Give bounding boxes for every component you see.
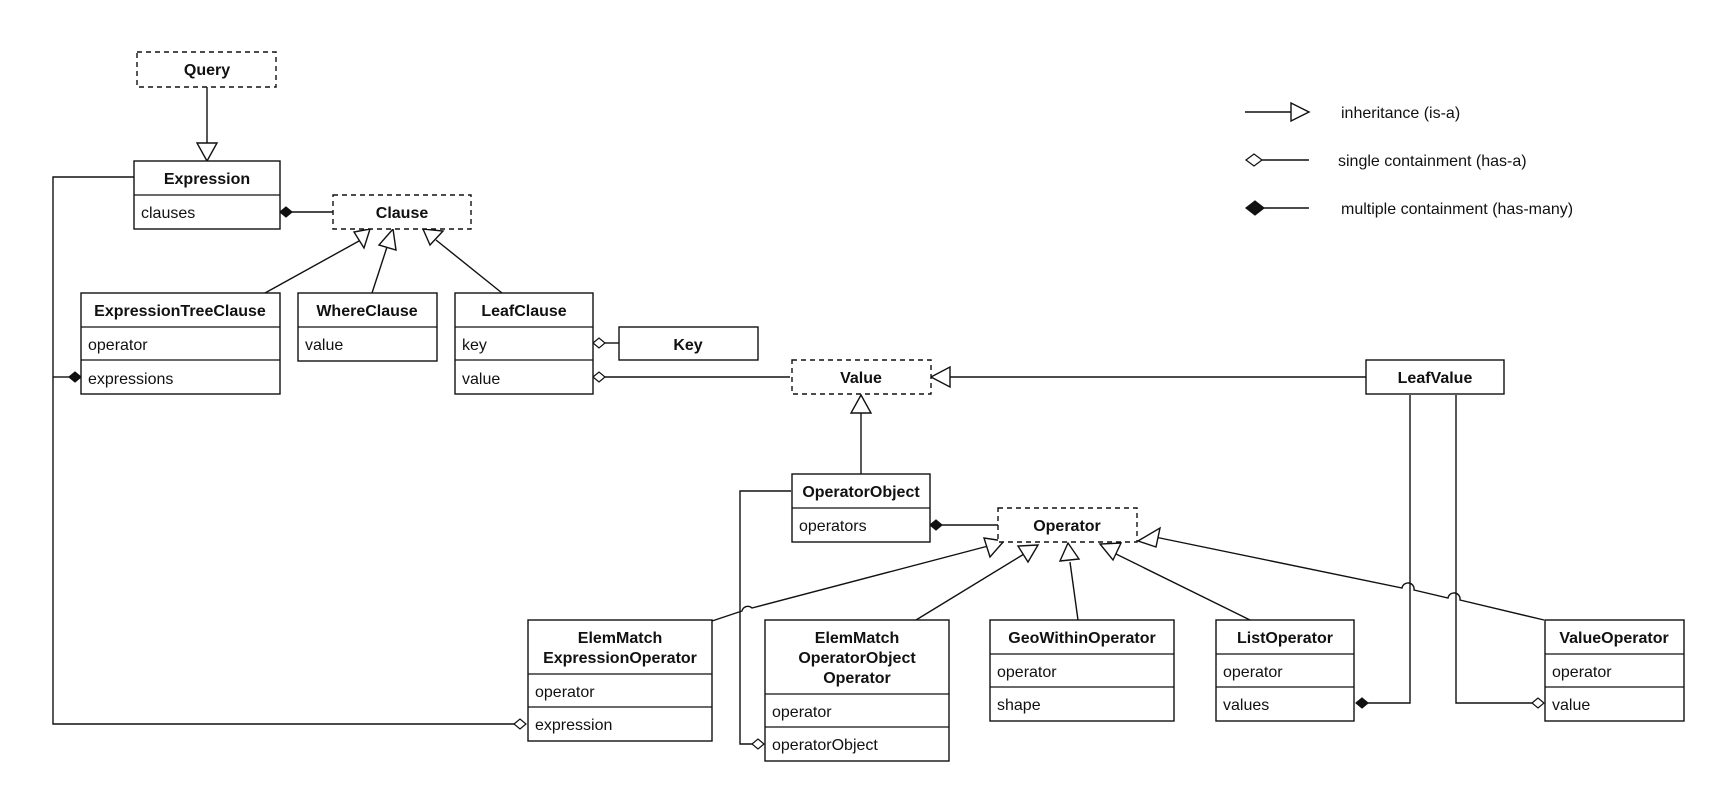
class-title: ExpressionTreeClause — [94, 303, 266, 320]
class-title: LeafValue — [1398, 370, 1473, 387]
multiple-containment-diamond — [929, 519, 943, 531]
class-attribute: operator — [1223, 664, 1283, 681]
inheritance-arrowhead — [1016, 544, 1040, 564]
legend-label: inheritance (is-a) — [1341, 105, 1460, 122]
legend-label: single containment (has-a) — [1338, 153, 1527, 170]
multiple-containment-diamond — [1355, 697, 1369, 709]
class-title: WhereClause — [316, 303, 417, 320]
class-title: Key — [673, 337, 702, 354]
single-containment-diamond — [513, 718, 527, 730]
multiple-containment-diamond — [1245, 200, 1265, 216]
single-containment-diamond — [592, 337, 606, 349]
class-operator[interactable]: Operator — [997, 507, 1138, 543]
legend: inheritance (is-a) single containment (h… — [1245, 101, 1573, 218]
class-elem-match-expression-operator[interactable]: ElemMatch ExpressionOperator operator ex… — [527, 619, 713, 742]
class-attribute: operator — [1552, 664, 1612, 681]
class-value[interactable]: Value — [791, 359, 932, 395]
class-title: Expression — [164, 171, 250, 188]
class-elem-match-operator-object-operator[interactable]: ElemMatch OperatorObject Operator operat… — [764, 619, 950, 762]
single-containment-diamond — [751, 738, 765, 750]
class-attribute: operator — [997, 664, 1057, 681]
class-attribute: operator — [88, 337, 148, 354]
inheritance-arrowhead — [1098, 542, 1123, 562]
legend-single-containment: single containment (has-a) — [1245, 153, 1527, 170]
elemmatchopobj-operator-link — [915, 553, 1025, 621]
inheritance-arrowhead — [982, 537, 1006, 559]
class-expression[interactable]: Expression clauses — [133, 160, 281, 230]
expression-expressions-link — [52, 176, 514, 725]
class-title: Clause — [376, 205, 429, 222]
class-title: Query — [184, 62, 230, 79]
inheritance-arrowhead — [1290, 101, 1311, 123]
inheritance-arrowhead — [377, 227, 397, 251]
class-title: LeafClause — [481, 303, 566, 320]
whereclause-clause-link — [371, 246, 388, 294]
exprtreeclause-clause-link — [264, 240, 360, 294]
class-title: Operator — [823, 670, 891, 687]
class-where-clause[interactable]: WhereClause value — [297, 292, 438, 362]
inheritance-arrowhead — [849, 393, 873, 414]
class-attribute: value — [462, 371, 500, 388]
inheritance-arrowhead — [421, 228, 445, 247]
class-title: OperatorObject — [802, 484, 920, 501]
geowithin-operator-link — [1069, 561, 1079, 621]
multiple-containment-diamond — [68, 371, 82, 383]
class-attribute: operators — [799, 518, 867, 535]
class-title: ListOperator — [1237, 630, 1333, 647]
class-title: ValueOperator — [1559, 630, 1668, 647]
single-containment-diamond — [592, 371, 606, 383]
elemmatchexpr-operator-link — [711, 544, 993, 622]
inheritance-arrowhead — [195, 142, 219, 163]
class-attribute: operator — [535, 684, 595, 701]
class-title: Value — [840, 370, 882, 387]
inheritance-arrowhead — [1058, 541, 1081, 562]
single-containment-diamond — [1245, 153, 1263, 167]
class-attribute: value — [305, 337, 343, 354]
class-attribute: key — [462, 337, 487, 354]
valueoperator-operator-link — [1154, 536, 1545, 621]
leafclause-clause-link — [435, 239, 503, 294]
legend-label: multiple containment (has-many) — [1341, 201, 1573, 218]
class-attribute: values — [1223, 697, 1269, 714]
operatorobject-attr-link — [739, 490, 791, 745]
class-title: Operator — [1033, 518, 1101, 535]
class-key[interactable]: Key — [618, 326, 759, 361]
connectors — [52, 87, 1545, 750]
legend-inheritance: inheritance (is-a) — [1245, 101, 1460, 123]
class-title: ElemMatch — [815, 630, 899, 647]
inheritance-arrowhead — [929, 365, 951, 389]
class-list-operator[interactable]: ListOperator operator values — [1215, 619, 1355, 722]
inheritance-arrowhead — [352, 228, 372, 250]
class-attribute: shape — [997, 697, 1041, 714]
legend-multiple-containment: multiple containment (has-many) — [1245, 200, 1573, 218]
leafvalue-value-attr-link — [1455, 395, 1532, 704]
class-expression-tree-clause[interactable]: ExpressionTreeClause operator expression… — [80, 292, 281, 395]
class-title: GeoWithinOperator — [1008, 630, 1155, 647]
class-geo-within-operator[interactable]: GeoWithinOperator operator shape — [989, 619, 1175, 722]
listoperator-operator-link — [1113, 552, 1251, 621]
single-containment-diamond — [1531, 697, 1545, 709]
class-attribute: operatorObject — [772, 737, 878, 754]
inheritance-arrowhead — [1136, 526, 1162, 548]
class-query[interactable]: Query — [136, 51, 277, 88]
class-clause[interactable]: Clause — [332, 194, 472, 230]
class-title: ElemMatch — [578, 630, 662, 647]
class-attribute: value — [1552, 697, 1590, 714]
class-attribute: clauses — [141, 205, 195, 222]
leafvalue-values-link — [1368, 395, 1411, 704]
class-leaf-clause[interactable]: LeafClause key value — [454, 292, 594, 395]
multiple-containment-diamond — [279, 206, 293, 218]
class-title: OperatorObject — [798, 650, 916, 667]
class-leaf-value[interactable]: LeafValue — [1365, 359, 1505, 395]
class-operator-object[interactable]: OperatorObject operators — [791, 473, 931, 543]
class-value-operator[interactable]: ValueOperator operator value — [1544, 619, 1685, 722]
class-title: ExpressionOperator — [543, 650, 697, 667]
class-attribute: expressions — [88, 371, 173, 388]
class-attribute: operator — [772, 704, 832, 721]
class-attribute: expression — [535, 717, 612, 734]
